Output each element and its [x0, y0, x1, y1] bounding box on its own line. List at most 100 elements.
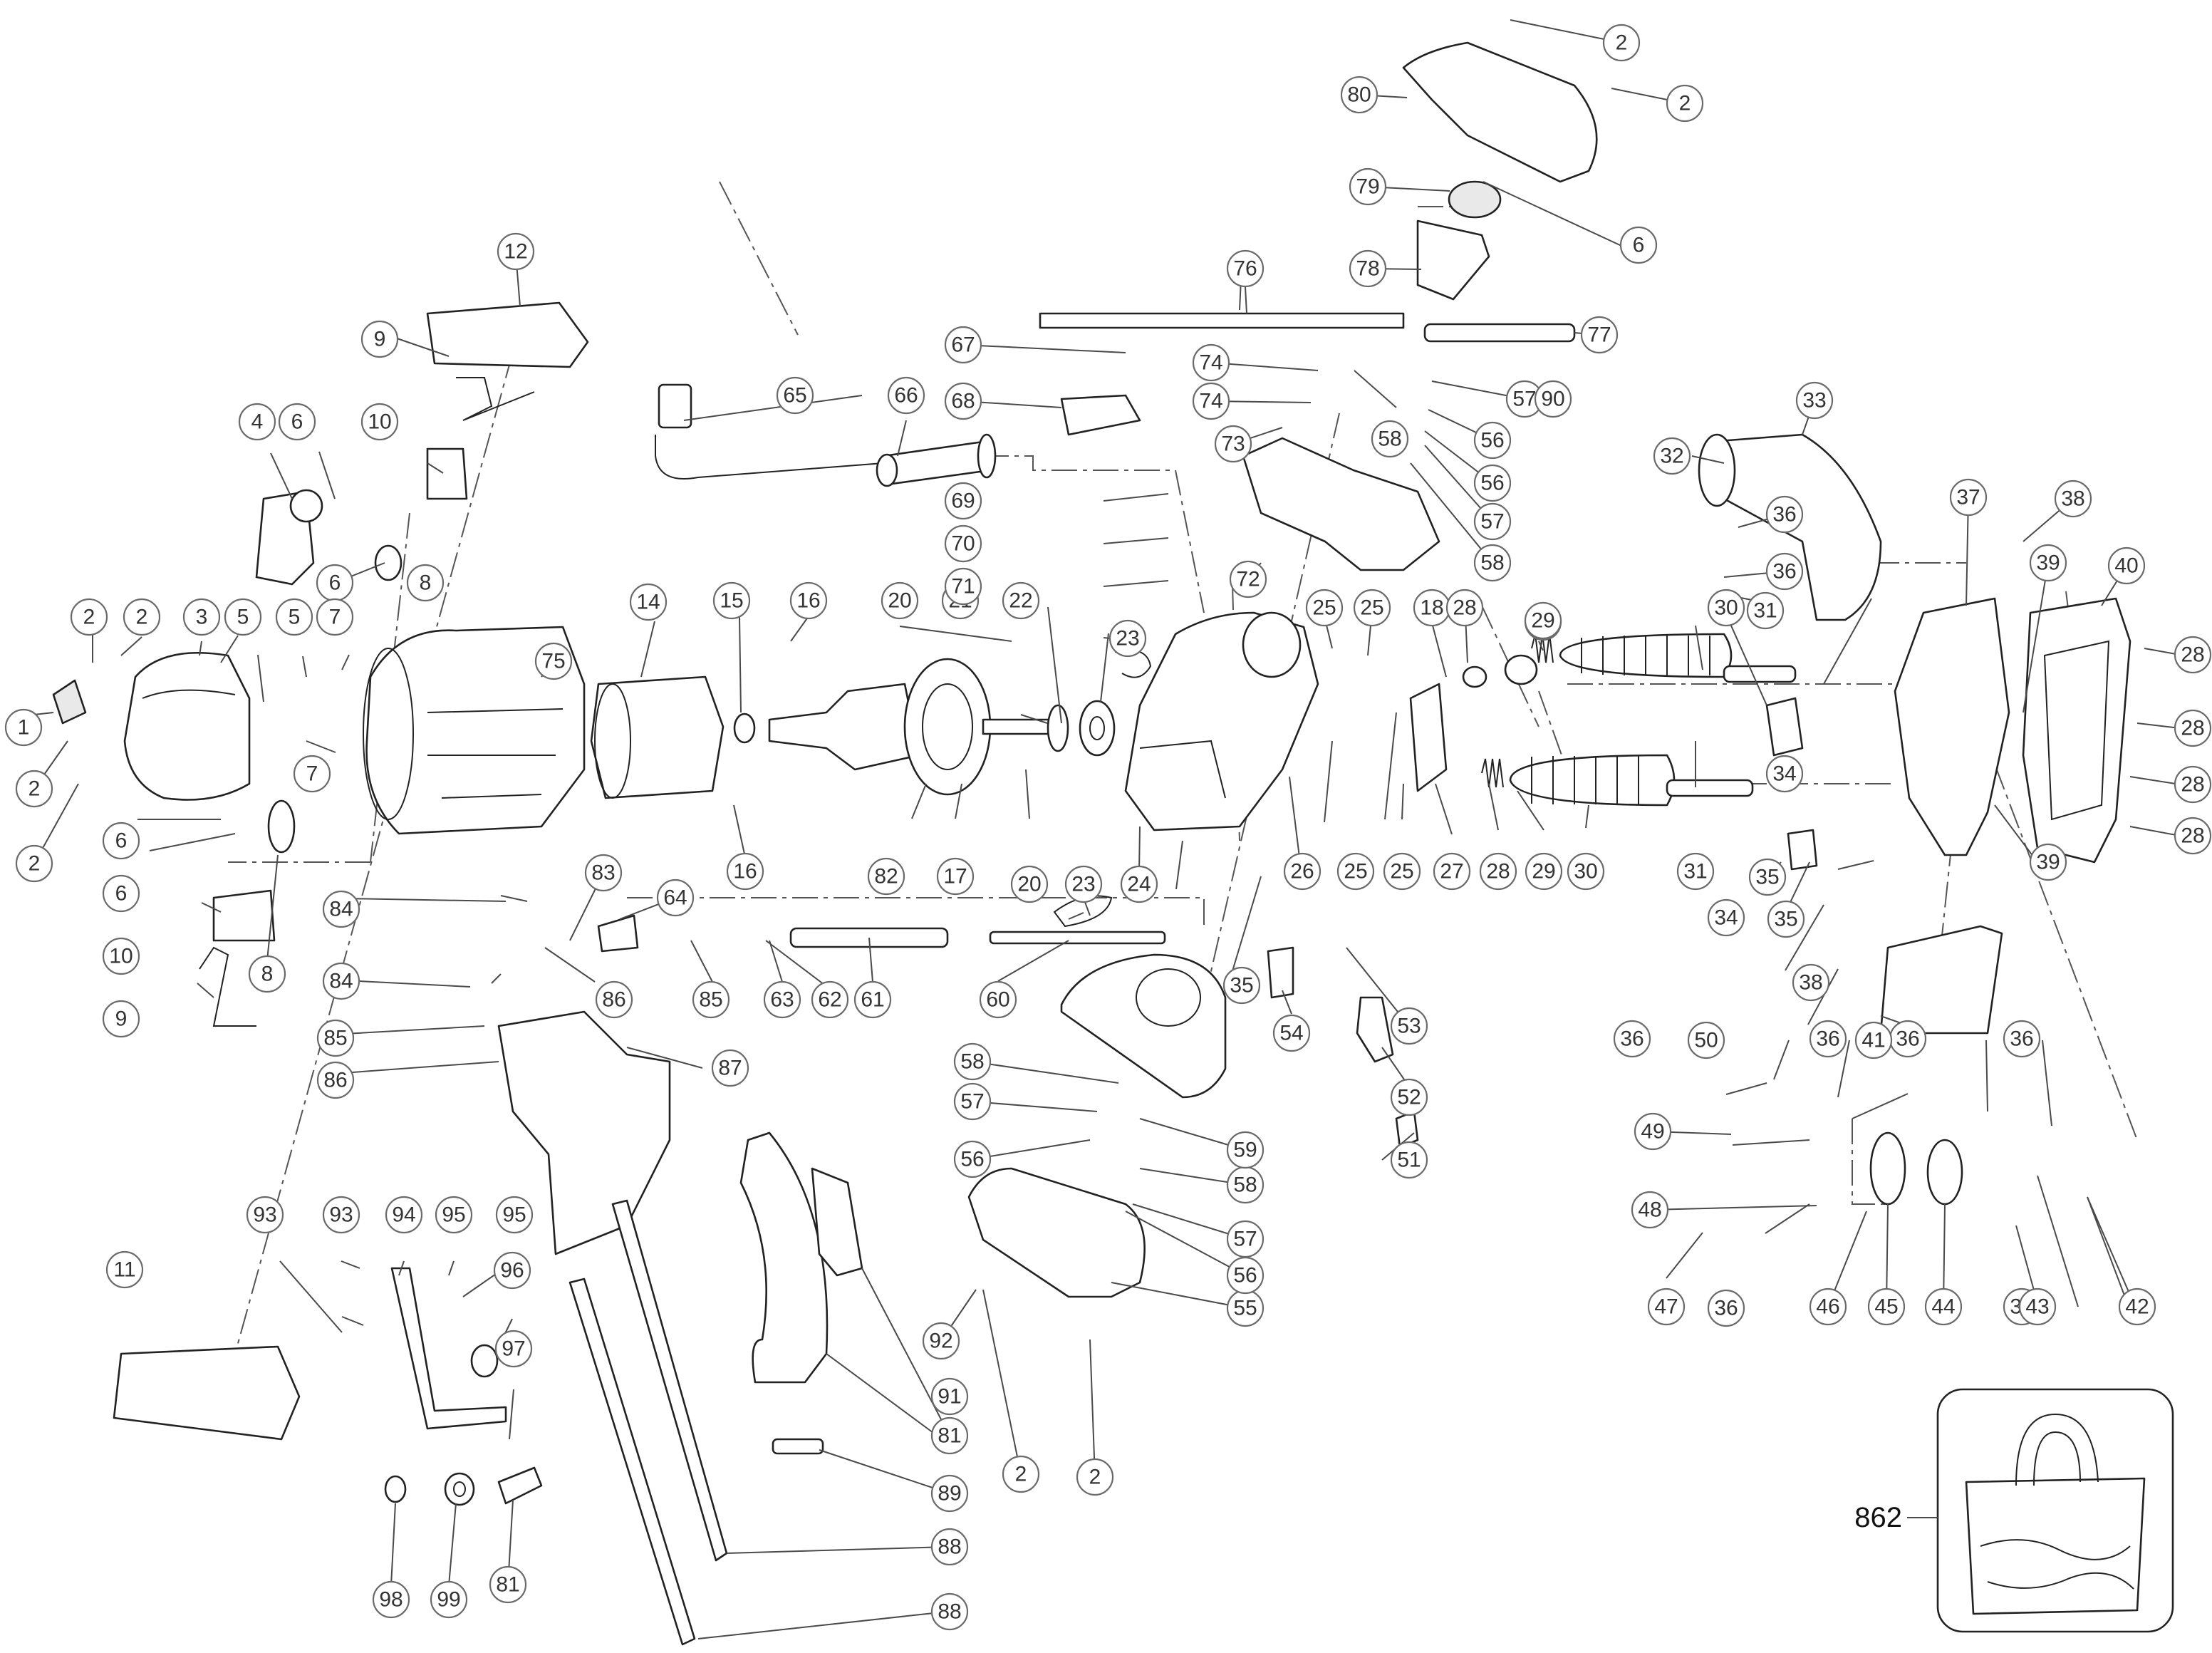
- callout-33: 33: [1795, 381, 1834, 420]
- callout-50: 50: [1687, 1021, 1725, 1059]
- callout-number: 2: [28, 852, 41, 876]
- callout-circle: [1525, 852, 1563, 891]
- callout-11: 11: [105, 1250, 144, 1289]
- callout-number: 14: [636, 591, 660, 614]
- callout-number: 76: [1233, 257, 1257, 281]
- callout-circle: [1707, 1289, 1745, 1327]
- callout-7: 7: [316, 598, 354, 636]
- callout-number: 69: [951, 489, 975, 513]
- callout-number: 32: [1660, 445, 1683, 468]
- base-plate-40-illustration: [2022, 597, 2131, 864]
- callout-number: 53: [1397, 1015, 1421, 1038]
- callout-77: 77: [1580, 316, 1619, 354]
- callout-circle: [936, 857, 975, 896]
- callout-8: 8: [248, 955, 286, 993]
- callout-number: 58: [1480, 551, 1504, 575]
- callout-number: 87: [718, 1057, 742, 1080]
- part-81-illustration: [497, 1466, 543, 1505]
- callout-95: 95: [435, 1196, 473, 1234]
- callout-circle: [430, 1580, 468, 1619]
- callout-number: 58: [1233, 1173, 1257, 1197]
- callout-48: 48: [1631, 1191, 1669, 1229]
- armature-82-illustration: [768, 683, 920, 771]
- callout-number: 99: [437, 1588, 460, 1612]
- callout-circle: [2029, 544, 2067, 582]
- callout-82: 82: [867, 857, 905, 896]
- callout-circle: [1676, 852, 1715, 891]
- callout-85: 85: [316, 1019, 355, 1057]
- callout-circle: [953, 1140, 992, 1178]
- callout-14: 14: [629, 583, 668, 621]
- label-12-illustration: [426, 301, 589, 368]
- callout-circle: [1613, 1020, 1651, 1058]
- callout-2: 2: [1002, 1455, 1040, 1493]
- callout-circle: [406, 564, 445, 602]
- blade-guard-91-illustration: [739, 1131, 829, 1384]
- callout-circle: [316, 598, 354, 636]
- brush-9-illustration: [199, 946, 256, 1027]
- motor-housing-75-illustration: [365, 626, 586, 835]
- callout-58: 58: [1371, 420, 1409, 458]
- callout-circle: [1634, 1112, 1672, 1151]
- callout-circle: [1272, 1014, 1311, 1052]
- callout-circle: [495, 1196, 534, 1234]
- callout-number: 36: [1896, 1027, 1919, 1051]
- callout-circle: [930, 1528, 969, 1566]
- callout-circle: [853, 980, 892, 1019]
- callout-circle: [1336, 852, 1375, 891]
- callout-30: 30: [1567, 852, 1605, 891]
- callout-71: 71: [944, 567, 982, 606]
- cover-59-illustration: [1060, 953, 1227, 1099]
- callout-number: 95: [442, 1203, 465, 1227]
- callout-number: 3: [196, 606, 208, 629]
- callout-circle: [1602, 24, 1641, 62]
- callout-circle: [1765, 755, 1804, 793]
- callout-number: 38: [1799, 971, 1822, 995]
- callout-circle: [1076, 1458, 1114, 1496]
- callout-circle: [2003, 1020, 2041, 1058]
- callout-62: 62: [811, 980, 849, 1019]
- callout-23: 23: [1108, 619, 1147, 658]
- callout-number: 39: [2036, 851, 2060, 874]
- callout-number: 16: [796, 589, 820, 613]
- callout-circle: [789, 581, 828, 620]
- callout-16: 16: [726, 852, 764, 891]
- callout-number: 66: [894, 384, 918, 408]
- callout-29: 29: [1524, 601, 1562, 640]
- knob-64-illustration: [597, 914, 639, 953]
- callout-52: 52: [1390, 1078, 1428, 1116]
- callout-89: 89: [930, 1474, 969, 1513]
- callout-number: 48: [1638, 1198, 1661, 1222]
- callout-circle: [105, 1250, 144, 1289]
- plate-92-illustration: [811, 1167, 863, 1277]
- callout-47: 47: [1647, 1287, 1686, 1326]
- callout-number: 94: [392, 1203, 415, 1227]
- callout-number: 5: [237, 606, 249, 629]
- callout-6: 6: [102, 822, 140, 860]
- callout-63: 63: [763, 980, 801, 1019]
- callout-number: 8: [420, 571, 432, 595]
- callout-number: 58: [960, 1050, 984, 1074]
- callout-number: 10: [109, 945, 133, 968]
- callout-58: 58: [953, 1042, 992, 1081]
- callout-88: 88: [930, 1528, 969, 1566]
- callout-number: 25: [1344, 860, 1367, 884]
- callout-number: 44: [1931, 1295, 1955, 1319]
- callout-84: 84: [322, 962, 360, 1000]
- callout-number: 56: [1233, 1264, 1257, 1287]
- callout-22: 22: [1002, 581, 1040, 620]
- callout-circle: [979, 980, 1017, 1019]
- callout-circle: [776, 376, 814, 415]
- callout-circle: [435, 1196, 473, 1234]
- callout-number: 74: [1199, 351, 1222, 375]
- callout-number: 62: [818, 988, 841, 1012]
- callout-number: 7: [329, 606, 341, 629]
- callout-number: 11: [113, 1258, 135, 1282]
- callout-circle: [1580, 316, 1619, 354]
- callout-66: 66: [887, 376, 925, 415]
- callout-number: 59: [1233, 1139, 1257, 1162]
- callout-6: 6: [278, 403, 316, 441]
- callout-1: 1: [4, 708, 43, 747]
- callout-number: 63: [770, 988, 794, 1012]
- callout-93: 93: [322, 1196, 360, 1234]
